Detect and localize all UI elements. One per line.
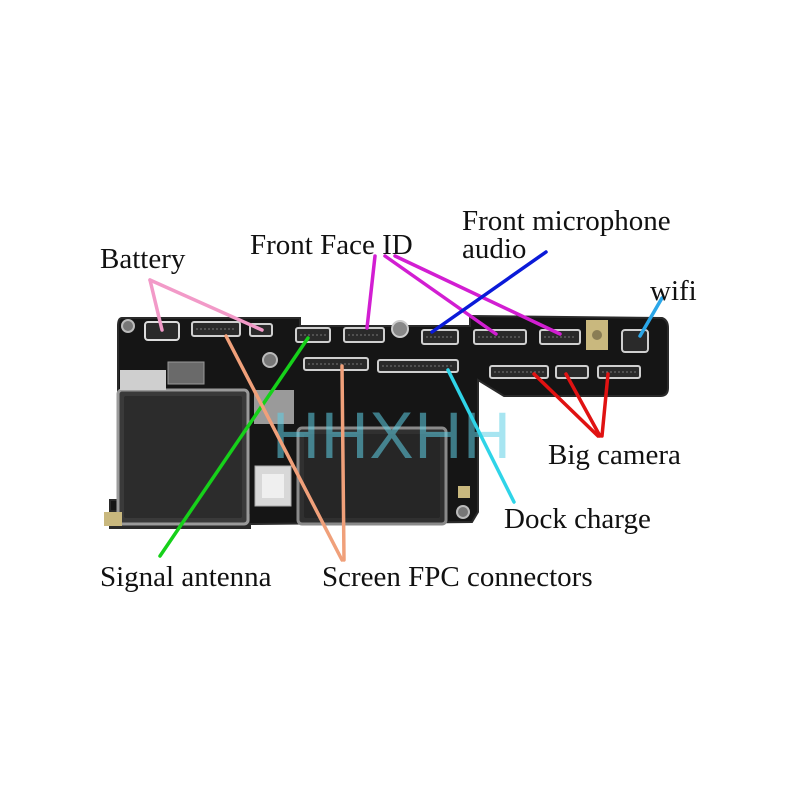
face-id-leader-1 [365, 254, 377, 330]
front-microphone-leader [430, 250, 548, 334]
label-dock-charge: Dock charge [504, 503, 651, 535]
big-camera-leader-3 [600, 372, 610, 438]
chip-connector [167, 361, 205, 385]
connector-row-middle [303, 357, 641, 379]
dock-charge-leader [446, 368, 516, 504]
gold-pad [458, 486, 470, 498]
label-battery: Battery [100, 243, 186, 275]
screw-hole [456, 505, 470, 519]
label-front-face-id: Front Face ID [250, 229, 413, 261]
wifi-leader [638, 296, 664, 338]
face-id-leader-3 [393, 254, 562, 336]
battery-leader-2 [148, 278, 264, 332]
face-id-leader-2 [383, 254, 498, 336]
gold-pad [104, 512, 122, 526]
wifi-connector [621, 329, 649, 353]
label-screen-fpc-connectors: Screen FPC connectors [322, 561, 593, 593]
connector-row-top [191, 321, 649, 353]
screw-hole [121, 319, 135, 333]
camera-connector [555, 365, 589, 379]
leader-lines [148, 250, 664, 562]
battery-leader-1 [148, 278, 164, 332]
screw-hole [262, 352, 278, 368]
label-signal-antenna: Signal antenna [100, 561, 272, 593]
label-front-microphone: Front microphone [462, 205, 671, 237]
big-camera-leader-2 [564, 372, 602, 438]
big-camera-leader-1 [532, 372, 600, 438]
label-big-camera: Big camera [548, 439, 681, 471]
silver-block [120, 370, 166, 390]
label-wifi: wifi [650, 275, 697, 307]
screen-fpc-leader-1 [224, 334, 344, 562]
logic-board [104, 314, 669, 529]
signal-antenna-leader [158, 336, 310, 558]
labels: Battery Front Face ID Front microphone a… [100, 205, 697, 593]
watermark-text: HHXHH [272, 398, 512, 472]
screen-fpc-leader-2 [340, 364, 346, 562]
label-audio: audio [462, 233, 526, 265]
screw-hole [391, 320, 409, 338]
